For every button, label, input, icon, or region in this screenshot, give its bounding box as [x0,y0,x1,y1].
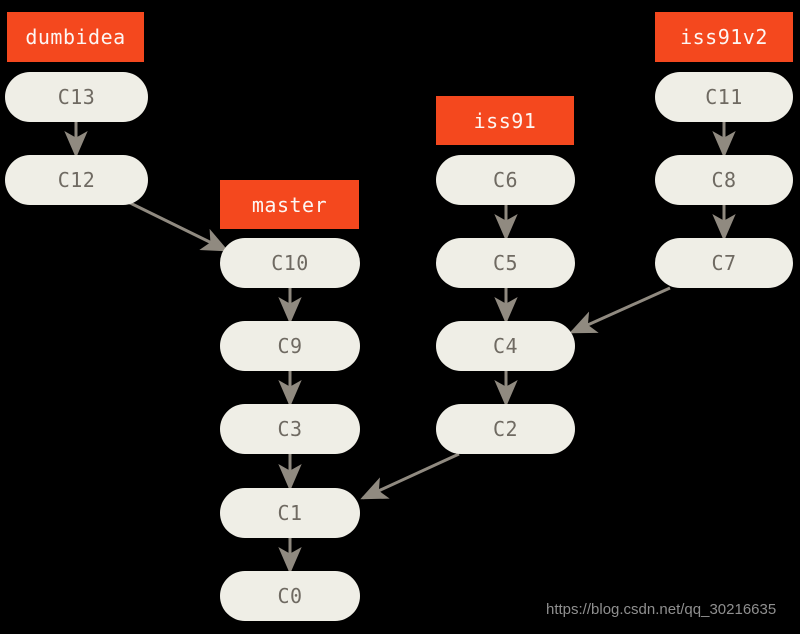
branch-label-master[interactable]: master [220,180,359,229]
commit-node-C3[interactable]: C3 [220,404,360,454]
commit-node-C5[interactable]: C5 [436,238,575,288]
commit-node-C7[interactable]: C7 [655,238,793,288]
commit-node-C2[interactable]: C2 [436,404,575,454]
branch-label-iss91v2[interactable]: iss91v2 [655,12,793,62]
commit-node-C1[interactable]: C1 [220,488,360,538]
commit-edge [569,286,671,334]
commit-edge [123,198,229,252]
commit-node-C6[interactable]: C6 [436,155,575,205]
commit-node-C11[interactable]: C11 [655,72,793,122]
commit-edge [360,452,460,500]
commit-node-C4[interactable]: C4 [436,321,575,371]
branch-label-iss91[interactable]: iss91 [436,96,574,145]
commit-node-C12[interactable]: C12 [5,155,148,205]
commit-edges [64,122,736,574]
branch-label-dumbidea[interactable]: dumbidea [7,12,144,62]
commit-node-C10[interactable]: C10 [220,238,360,288]
commit-node-C8[interactable]: C8 [655,155,793,205]
commit-node-C13[interactable]: C13 [5,72,148,122]
commit-node-C9[interactable]: C9 [220,321,360,371]
watermark: https://blog.csdn.net/qq_30216635 [546,601,777,618]
commit-node-C0[interactable]: C0 [220,571,360,621]
